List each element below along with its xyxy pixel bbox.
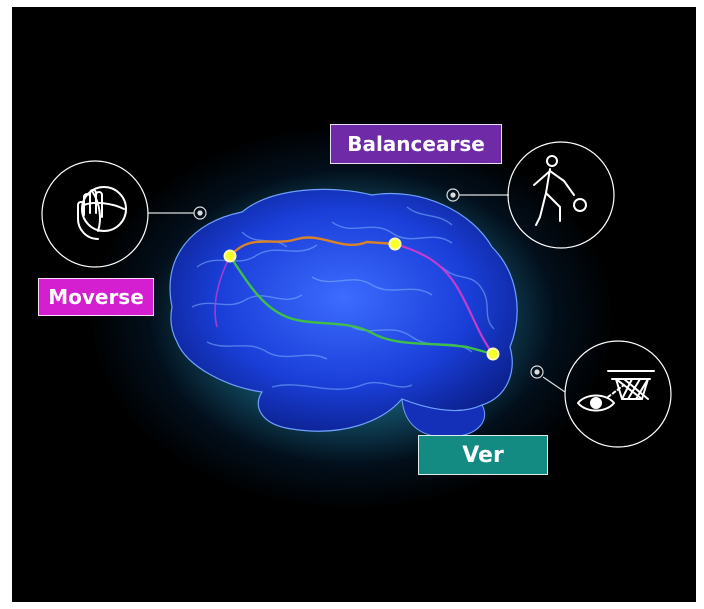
hand-on-ball-icon [42,161,148,267]
neuron-node-right [488,349,499,360]
neuron-node-top [390,239,401,250]
neuron-node-left [225,251,236,262]
see-label: Ver [418,435,548,475]
person-dribbling-icon [508,142,614,248]
move-label: Moverse [38,278,154,316]
eye-and-basketball-hoop-icon [565,341,671,447]
image-frame: Balancearse Moverse Ver [12,7,696,602]
balance-label: Balancearse [330,124,502,164]
brain [170,189,517,437]
